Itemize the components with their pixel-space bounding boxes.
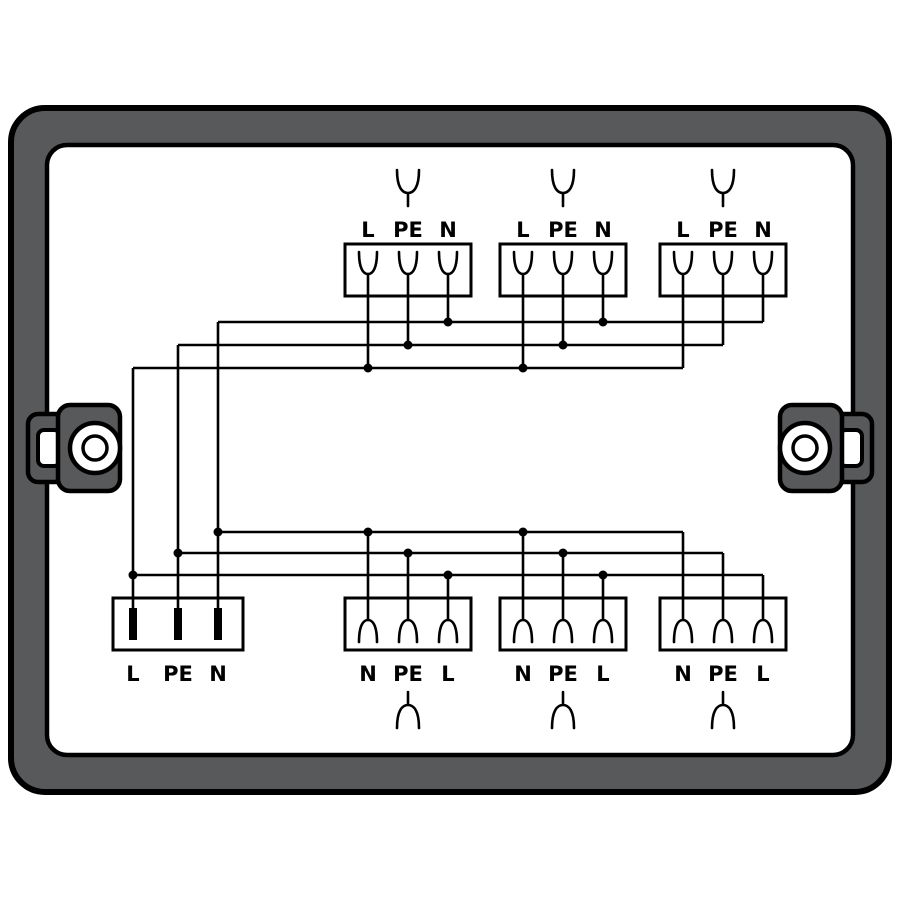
terminal-label: PE	[163, 662, 193, 686]
socket-contact-icon	[672, 596, 694, 644]
socket-contact-icon	[712, 250, 734, 298]
bottom-output-block-3: N PE L	[658, 596, 788, 730]
plug-connector-icon	[395, 168, 421, 208]
socket-contact-icon	[672, 250, 694, 298]
junction-dot	[173, 548, 183, 558]
socket-contact-icon	[552, 596, 574, 644]
junction-dot	[598, 317, 608, 327]
socket-contact-icon	[437, 250, 459, 298]
terminal-label: N	[754, 218, 772, 242]
terminal-label: L	[126, 662, 139, 686]
socket-contact-icon	[357, 250, 379, 298]
terminal-label: N	[594, 218, 612, 242]
junction-dot	[128, 570, 138, 580]
flat-pin-icon	[129, 608, 137, 640]
plug-connector-icon	[710, 690, 736, 730]
top-output-block-2: L PE N	[498, 168, 628, 298]
junction-dot	[403, 340, 413, 350]
socket-contact-icon	[592, 596, 614, 644]
junction-dot	[363, 363, 373, 373]
junction-dot	[518, 527, 528, 537]
bottom-output-block-1: N PE L	[343, 596, 473, 730]
junction-dot	[443, 317, 453, 327]
terminal-label: PE	[708, 662, 738, 686]
socket-contact-icon	[397, 596, 419, 644]
plug-connector-icon	[550, 168, 576, 208]
socket-contact-icon	[552, 250, 574, 298]
mounting-lug-right	[777, 402, 875, 494]
terminal-label: PE	[393, 662, 423, 686]
socket-contact-icon	[512, 250, 534, 298]
junction-dot	[558, 340, 568, 350]
junction-dot	[518, 363, 528, 373]
terminal-label: PE	[548, 218, 578, 242]
pin-lead	[131, 598, 220, 608]
socket-contact-icon	[437, 596, 459, 644]
terminal-label: L	[596, 662, 609, 686]
connector-block-outline	[343, 596, 473, 652]
junction-dots	[128, 317, 608, 580]
socket-contact-icon	[397, 250, 419, 298]
terminal-label: N	[439, 218, 457, 242]
terminal-label: PE	[548, 662, 578, 686]
mounting-lug-left	[25, 402, 123, 494]
terminal-label: N	[209, 662, 227, 686]
terminal-label: L	[676, 218, 689, 242]
junction-dot	[598, 570, 608, 580]
enclosure	[8, 105, 892, 795]
junction-dot	[443, 570, 453, 580]
input-block: L PE N	[111, 596, 245, 686]
socket-contact-icon	[512, 596, 534, 644]
junction-dot	[213, 527, 223, 537]
terminal-label: N	[359, 662, 377, 686]
terminal-label: L	[756, 662, 769, 686]
socket-contact-icon	[592, 250, 614, 298]
terminal-label: PE	[708, 218, 738, 242]
terminal-label: L	[361, 218, 374, 242]
socket-contact-icon	[752, 250, 774, 298]
top-output-block-1: L PE N	[343, 168, 473, 298]
terminal-label: L	[441, 662, 454, 686]
terminal-label: N	[674, 662, 692, 686]
top-output-block-3: L PE N	[658, 168, 788, 298]
socket-contact-icon	[357, 596, 379, 644]
junction-dot	[403, 548, 413, 558]
socket-contact-icon	[712, 596, 734, 644]
terminal-label: PE	[393, 218, 423, 242]
plug-connector-icon	[710, 168, 736, 208]
junction-dot	[558, 548, 568, 558]
terminal-label: N	[514, 662, 532, 686]
plug-connector-icon	[395, 690, 421, 730]
junction-dot	[363, 527, 373, 537]
flat-pin-icon	[214, 608, 222, 640]
flat-pin-icon	[174, 608, 182, 640]
bottom-output-block-2: N PE L	[498, 596, 628, 730]
mounting-hole-center	[791, 434, 819, 462]
mounting-hole-center	[81, 434, 109, 462]
plug-connector-icon	[550, 690, 576, 730]
socket-contact-icon	[752, 596, 774, 644]
terminal-label: L	[516, 218, 529, 242]
